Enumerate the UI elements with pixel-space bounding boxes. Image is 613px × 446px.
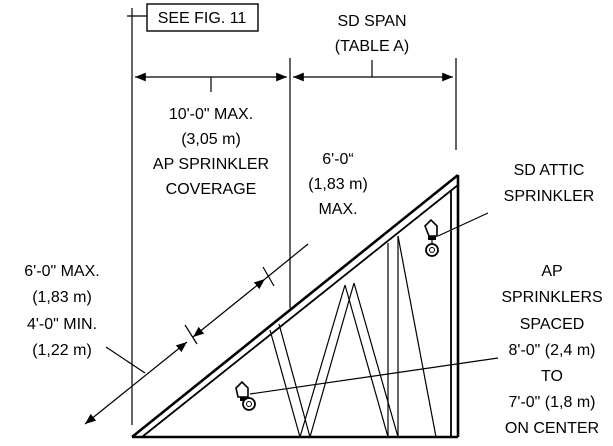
svg-text:SD SPAN: SD SPAN <box>337 13 406 30</box>
sd-attic-leader <box>437 212 489 237</box>
svg-text:TO: TO <box>541 368 563 385</box>
svg-text:4'-0" MIN.: 4'-0" MIN. <box>27 316 97 333</box>
sd-span-dimension <box>293 60 453 82</box>
see-fig-label: SEE FIG. 11 <box>158 10 247 27</box>
ap-sprinklers-spaced-label: AP SPRINKLERS SPACED 8'-0" (2,4 m) TO 7'… <box>501 263 602 437</box>
svg-text:COVERAGE: COVERAGE <box>166 181 257 198</box>
eave-slope-dimension <box>84 341 188 425</box>
roof-structure <box>131 173 460 439</box>
svg-text:(1,83 m): (1,83 m) <box>308 176 368 193</box>
roof-rafter <box>131 173 459 439</box>
svg-text:(3,05 m): (3,05 m) <box>181 131 241 148</box>
svg-text:(1,22 m): (1,22 m) <box>32 342 92 359</box>
svg-text:SD ATTIC: SD ATTIC <box>514 162 585 179</box>
svg-text:8'-0" (2,4 m): 8'-0" (2,4 m) <box>509 342 596 359</box>
ap-sprinkler-icon <box>235 380 256 411</box>
ap-sprinkler-leader <box>249 357 499 395</box>
svg-text:6'-0" MAX.: 6'-0" MAX. <box>24 263 99 280</box>
svg-text:SPRINKLER: SPRINKLER <box>504 188 595 205</box>
ap-coverage-dimension <box>135 72 287 92</box>
eave-dimension-label: 6'-0" MAX. (1,83 m) 4'-0" MIN. (1,22 m) <box>24 263 99 359</box>
svg-text:7'-0" (1,8 m): 7'-0" (1,8 m) <box>509 394 596 411</box>
svg-text:ON CENTER: ON CENTER <box>505 420 599 437</box>
slope-max-label: 6'-0“ (1,83 m) MAX. <box>308 151 368 218</box>
slope-max-dimension <box>184 243 309 345</box>
ap-coverage-label: 10'-0" MAX. (3,05 m) AP SPRINKLER COVERA… <box>153 106 269 198</box>
svg-text:SPACED: SPACED <box>520 316 585 333</box>
see-fig-callout: SEE FIG. 11 <box>146 3 259 32</box>
svg-text:AP SPRINKLER: AP SPRINKLER <box>153 156 269 173</box>
svg-text:(TABLE A): (TABLE A) <box>335 38 409 55</box>
sd-attic-label: SD ATTIC SPRINKLER <box>504 162 595 205</box>
sd-attic-sprinkler-icon <box>424 218 439 257</box>
svg-text:6'-0“: 6'-0“ <box>322 151 354 168</box>
svg-text:(1,83 m): (1,83 m) <box>32 289 92 306</box>
svg-text:10'-0" MAX.: 10'-0" MAX. <box>169 106 253 123</box>
roof-rafter-inner <box>141 184 459 438</box>
svg-text:MAX.: MAX. <box>318 201 357 218</box>
sd-span-label: SD SPAN (TABLE A) <box>335 13 409 55</box>
truss-webs <box>269 235 437 438</box>
svg-text:SPRINKLERS: SPRINKLERS <box>501 289 602 306</box>
svg-text:AP: AP <box>541 263 562 280</box>
